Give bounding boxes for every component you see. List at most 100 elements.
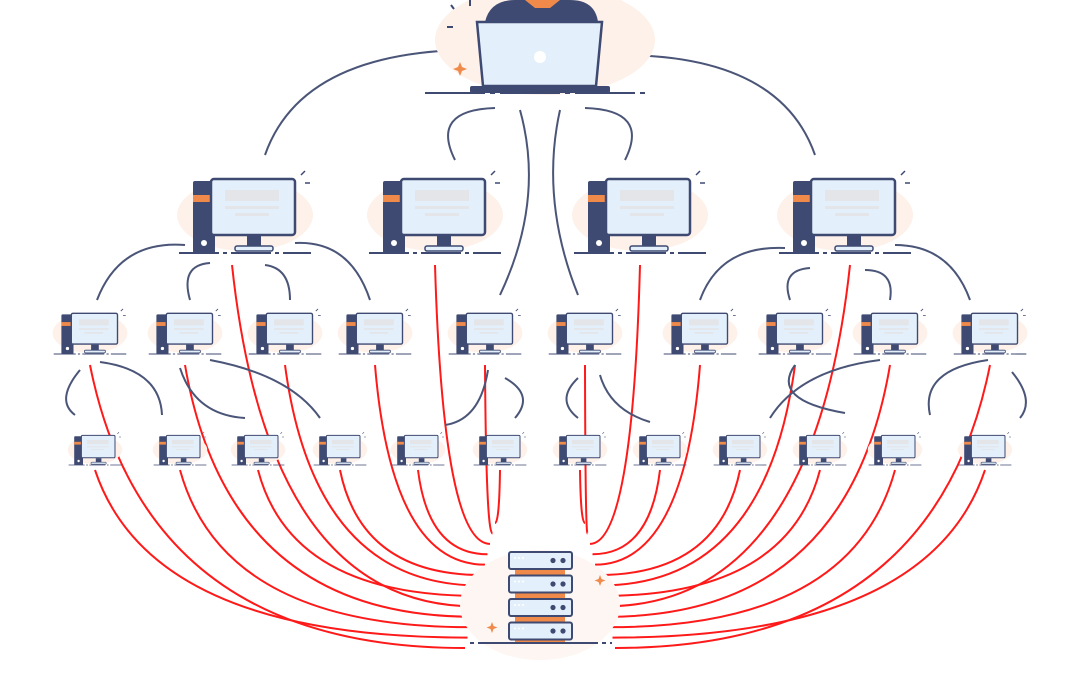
tower-stripe (397, 441, 406, 445)
peer-link (864, 269, 892, 301)
server-link (604, 264, 851, 608)
monitor-base (335, 461, 352, 465)
screen-line (91, 449, 105, 451)
spark-icon (615, 308, 621, 316)
server-link (579, 469, 586, 524)
spark-icon (362, 431, 367, 438)
tertiary-desktop (472, 431, 528, 466)
screen-block (572, 439, 594, 445)
power-button (260, 346, 265, 351)
server-light (550, 581, 556, 587)
server-unit (508, 598, 573, 617)
peer-link (186, 262, 211, 301)
server-links (89, 264, 991, 649)
secondary-desktop (147, 308, 223, 355)
tower-stripe (556, 322, 569, 326)
screen-block (474, 319, 504, 326)
screen-line (694, 332, 714, 334)
screen-line (279, 332, 299, 334)
spark-icon (602, 431, 607, 438)
spark-icon (315, 308, 321, 316)
power-button (877, 459, 880, 463)
screen-block (87, 439, 109, 445)
screen-block (784, 319, 814, 326)
power-button (240, 459, 243, 463)
screen-block (174, 319, 204, 326)
tower-stripe (861, 322, 874, 326)
monitor-base (369, 349, 391, 354)
monitor-base (980, 461, 997, 465)
monitor-base (984, 349, 1006, 354)
peer-link (787, 364, 846, 414)
monitor-base (479, 349, 501, 354)
power-button (596, 240, 602, 246)
screen-line (891, 449, 905, 451)
tertiary-desktop (632, 431, 688, 466)
server-link (184, 364, 473, 618)
monitor-stand (820, 458, 827, 463)
spark-icon (300, 170, 310, 184)
peer-link (552, 109, 579, 296)
peer-link (294, 241, 371, 301)
tertiary-desktop (152, 431, 208, 466)
monitor-base (884, 349, 906, 354)
tower-stripe (237, 441, 246, 445)
tower-stripe (588, 195, 610, 202)
screen-line (630, 213, 664, 216)
spark-icon (120, 308, 126, 316)
primary-desktop (572, 170, 708, 254)
server-light (560, 628, 566, 634)
peer-link (565, 377, 579, 419)
screen-line (79, 328, 109, 330)
power-button (801, 240, 807, 246)
tower-stripe (319, 441, 328, 445)
screen-block (250, 439, 272, 445)
secondary-desktop (247, 308, 323, 355)
screen-block (274, 319, 304, 326)
peer-link (584, 107, 633, 161)
screen-line (979, 328, 1009, 330)
screen-line (816, 449, 830, 451)
peer-link (619, 54, 816, 156)
monitor-base (413, 461, 430, 465)
spark-icon (730, 308, 736, 316)
power-button (350, 346, 355, 351)
peer-link (96, 243, 186, 301)
screen-line (984, 332, 1004, 334)
screen-line (887, 446, 909, 448)
spark-icon (447, 0, 471, 28)
server-light (560, 581, 566, 587)
monitor-stand (437, 236, 451, 247)
monitor-base (694, 349, 716, 354)
laptop-base (470, 86, 610, 93)
server-light (550, 628, 556, 634)
server-link (589, 264, 641, 545)
screen-line (410, 446, 432, 448)
screen-line (87, 446, 109, 448)
peer-link (599, 374, 651, 423)
screen-block (415, 190, 469, 201)
screen-line (274, 328, 304, 330)
peer-link (209, 359, 321, 419)
power-button (560, 346, 565, 351)
monitor-stand (95, 458, 102, 463)
tower-stripe (479, 441, 488, 445)
monitor-stand (642, 236, 656, 247)
spark-icon (762, 431, 767, 438)
tower-stripe (799, 441, 808, 445)
secondary-desktop (447, 308, 523, 355)
screen-block (825, 190, 879, 201)
spark-icon (920, 308, 926, 316)
spark-icon (1020, 308, 1026, 316)
peer-link (179, 367, 246, 419)
power-button (675, 346, 680, 351)
tower-stripe (346, 322, 359, 326)
peer-link (894, 244, 971, 301)
screen-block (620, 190, 674, 201)
monitor-base (890, 461, 907, 465)
tower-stripe (256, 322, 269, 326)
primary-desktop (777, 170, 913, 254)
secondary-desktop (337, 308, 413, 355)
screen-line (250, 446, 272, 448)
